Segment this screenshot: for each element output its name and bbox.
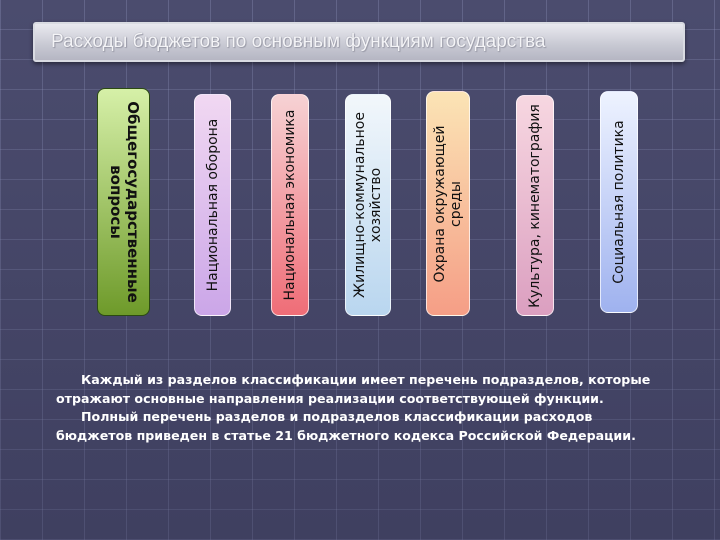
function-bar-general-government: Общегосударственные вопросы (97, 88, 150, 316)
function-label: Национальная экономика (282, 110, 298, 301)
function-label: Общегосударственные вопросы (106, 101, 142, 303)
function-label-line: Жилищно-коммунальное (352, 112, 368, 298)
function-bar-environment: Охрана окружающей среды (426, 91, 470, 316)
description-paragraph-1-line-2: отражают основные направления реализации… (56, 390, 604, 406)
function-label: Национальная оборона (205, 119, 221, 292)
function-label-line: Национальная экономика (282, 109, 298, 301)
function-bar-housing-utilities: Жилищно-коммунальное хозяйство (345, 94, 391, 316)
slide-title: Расходы бюджетов по основным функциям го… (51, 31, 546, 52)
function-label-line: Социальная политика (611, 120, 627, 284)
function-bar-national-economy: Национальная экономика (271, 94, 309, 316)
description-paragraph-1-line-1: Каждый из разделов классификации имеет п… (81, 372, 651, 387)
function-label: Культура, кинематография (527, 104, 543, 308)
function-label: Жилищно-коммунальное хозяйство (352, 112, 384, 298)
function-bar-culture: Культура, кинематография (516, 95, 554, 316)
description-text: Каждый из разделов классификации имеет п… (56, 371, 696, 445)
function-bar-national-defense: Национальная оборона (194, 94, 231, 316)
function-label-line: хозяйство (368, 167, 384, 243)
function-label: Охрана окружающей среды (432, 125, 464, 282)
function-label-line: Культура, кинематография (527, 103, 543, 308)
description-paragraph-2-line-2: бюджетов приведен в статье 21 бюджетного… (56, 427, 636, 443)
slide-title-box: Расходы бюджетов по основным функциям го… (33, 22, 685, 62)
function-label-line: Общегосударственные (123, 101, 142, 303)
description-paragraph-2-line-1: Полный перечень разделов и подразделов к… (81, 409, 593, 424)
function-bar-social-policy: Социальная политика (600, 91, 638, 313)
function-label-line: Охрана окружающей (432, 124, 448, 283)
function-label-line: среды (448, 180, 464, 227)
function-label-line: вопросы (106, 165, 125, 239)
function-label: Социальная политика (611, 120, 627, 283)
function-label-line: Национальная оборона (204, 118, 221, 292)
